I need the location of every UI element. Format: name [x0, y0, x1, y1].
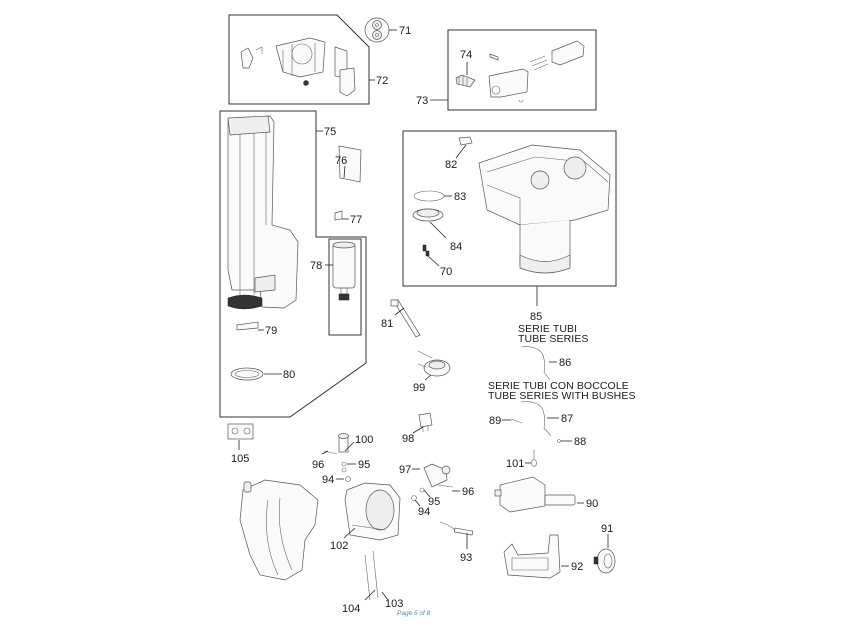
label-104: 104 [342, 603, 360, 615]
part-94a-oring [345, 476, 351, 482]
part-92-bracket [503, 534, 561, 579]
part-103-tube [372, 550, 379, 599]
part-87-tube [520, 401, 552, 437]
caption-tube-bushes-en: TUBE SERIES WITH BUSHES [488, 390, 636, 402]
part-81-rod [390, 299, 421, 338]
part-98-switch [418, 412, 433, 432]
label-89: 89 [489, 415, 501, 427]
part-90-pump [494, 476, 576, 513]
label-87: 87 [561, 413, 573, 425]
part-101-clip [531, 450, 537, 467]
part-71-gear-disc [364, 17, 390, 43]
group-frame-72 [228, 14, 370, 105]
label-103: 103 [385, 598, 403, 610]
label-80: 80 [283, 369, 295, 381]
label-78: 78 [310, 260, 322, 272]
part-86-tube [520, 346, 551, 381]
part-93-sensor [439, 521, 474, 536]
label-94b: 94 [418, 506, 430, 518]
label-76: 76 [335, 155, 347, 167]
part-94b-oring [411, 495, 417, 501]
group-frame-78 [328, 238, 362, 336]
label-101: 101 [506, 458, 524, 470]
part-85-assembly [412, 136, 611, 274]
label-93: 93 [460, 552, 472, 564]
part-100-valve [338, 433, 349, 453]
part-105-connector [227, 423, 254, 440]
part-88-bush [557, 439, 561, 443]
page-footer: Page 5 of 8 [397, 610, 431, 617]
part-75-assembly [227, 115, 362, 381]
part-89-clip [510, 418, 523, 424]
label-75: 75 [324, 126, 336, 138]
part-102-boiler [344, 482, 401, 541]
label-105: 105 [231, 453, 249, 465]
label-86: 86 [559, 357, 571, 369]
caption-tube-bushes-it: SERIE TUBI CON BOCCOLE [488, 380, 629, 392]
part-97-valve [423, 463, 454, 488]
label-82: 82 [445, 159, 457, 171]
label-77: 77 [350, 214, 362, 226]
label-96a: 96 [312, 459, 324, 471]
label-95a: 95 [358, 459, 370, 471]
label-71: 71 [399, 25, 411, 37]
part-water-tank [239, 479, 319, 581]
label-83: 83 [454, 191, 466, 203]
label-97: 97 [399, 464, 411, 476]
label-95b: 95 [428, 496, 440, 508]
part-73-assembly [455, 40, 585, 103]
label-91: 91 [601, 523, 613, 535]
label-70: 70 [440, 266, 452, 278]
label-102: 102 [330, 540, 348, 552]
label-94a: 94 [322, 474, 334, 486]
group-frame-73 [447, 29, 597, 111]
caption-tube-series-en: TUBE SERIES [518, 333, 589, 345]
part-104-tube [364, 554, 371, 601]
label-81: 81 [381, 318, 393, 330]
label-74: 74 [460, 49, 472, 61]
group-frame-75 [219, 110, 367, 418]
part-95a-seal [341, 461, 347, 467]
label-98: 98 [402, 433, 414, 445]
label-85: 85 [530, 311, 542, 323]
label-92: 92 [571, 561, 583, 573]
part-72-assembly [240, 37, 356, 97]
label-73: 73 [416, 95, 428, 107]
label-96b: 96 [462, 486, 474, 498]
part-99-thermoblock [417, 350, 451, 377]
part-78-motor [332, 241, 356, 301]
label-84: 84 [450, 241, 462, 253]
part-91-knob [593, 548, 616, 574]
label-99: 99 [413, 382, 425, 394]
label-72: 72 [376, 75, 388, 87]
leader-lines [238, 29, 609, 601]
label-79: 79 [265, 325, 277, 337]
label-90: 90 [586, 498, 598, 510]
label-100: 100 [355, 434, 373, 446]
label-88: 88 [574, 436, 586, 448]
caption-tube-series-it: SERIE TUBI [518, 323, 577, 335]
part-95a-seal-2 [341, 467, 347, 473]
part-96a-pin [323, 450, 338, 455]
part-95b-seal [419, 487, 425, 493]
group-frame-85 [402, 130, 617, 287]
